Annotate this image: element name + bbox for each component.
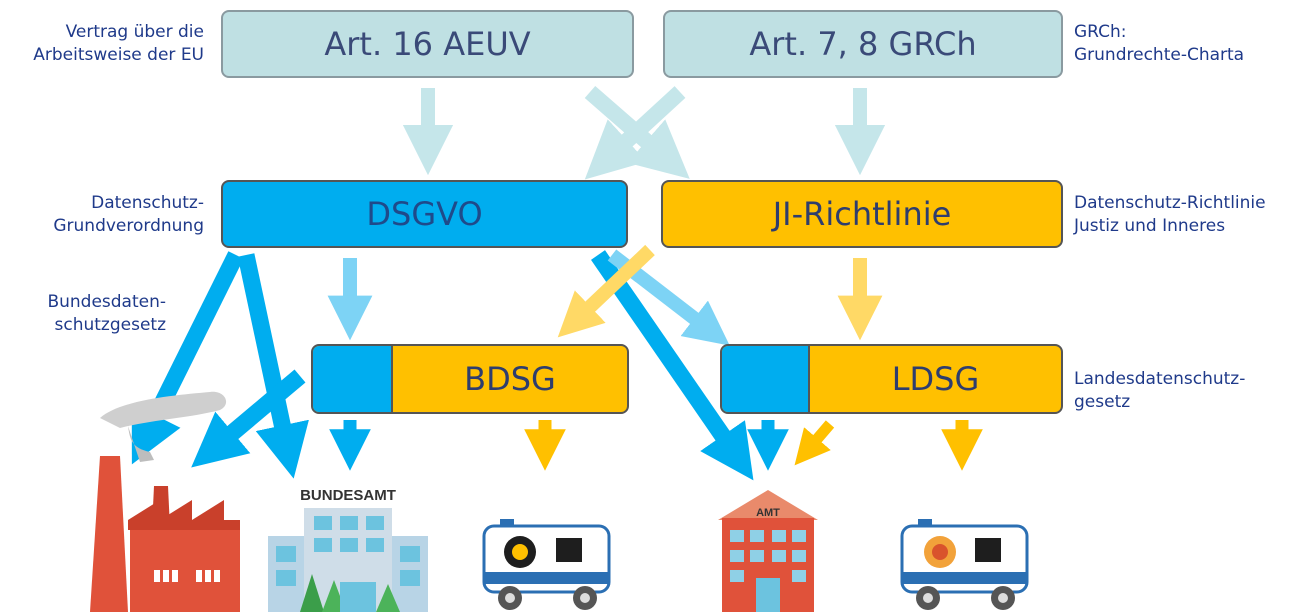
police-van-icon — [900, 519, 1029, 610]
dsgvo-note-line1: Datenschutz- — [91, 193, 204, 213]
bdsg-note: Bundesdaten- schutzgesetz — [0, 291, 166, 337]
aeuv-note: Vertrag über die Arbeitsweise der EU — [0, 21, 204, 67]
bdsg-box-label: BDSG — [464, 360, 556, 398]
ji-richtlinie-box-label: JI-Richtlinie — [772, 195, 952, 233]
bundesamt-building-icon — [268, 508, 428, 612]
bdsg-note-line1: Bundesdaten- — [47, 292, 166, 312]
ldsg-box-label: LDSG — [891, 360, 980, 398]
amt-building-icon — [718, 490, 818, 612]
ldsg-note-line2: gesetz — [1074, 392, 1131, 412]
ji-note-line1: Datenschutz-Richtlinie — [1074, 193, 1266, 213]
ldsg-box: LDSG — [720, 344, 1063, 414]
ji-note-line2: Justiz und Inneres — [1074, 216, 1226, 236]
ji-note: Datenschutz-Richtlinie Justiz und Innere… — [1074, 192, 1304, 238]
dsgvo-box-label: DSGVO — [366, 195, 483, 233]
aeuv-note-line2: Arbeitsweise der EU — [33, 45, 204, 65]
arrow-grch-dsgvo — [584, 86, 686, 180]
aeuv-box: Art. 16 AEUV — [221, 10, 634, 78]
dsgvo-note-line2: Grundverordnung — [53, 216, 204, 236]
dsgvo-note: Datenschutz- Grundverordnung — [0, 192, 204, 238]
ldsg-dsgvo-part — [722, 346, 810, 412]
bdsg-dsgvo-part — [313, 346, 393, 412]
grch-note-line1: GRCh: — [1074, 22, 1127, 42]
arrow-ldsg-amt-yellow — [794, 420, 835, 466]
arrow-bdsg-factory — [191, 369, 306, 468]
bdsg-note-line2: schutzgesetz — [54, 315, 167, 335]
ldsg-note-line1: Landesdatenschutz- — [1074, 369, 1246, 389]
factory-icon — [90, 391, 240, 612]
aeuv-box-label: Art. 16 AEUV — [324, 25, 531, 63]
ldsg-note: Landesdatenschutz- gesetz — [1074, 368, 1302, 414]
amt-sign: AMT — [756, 507, 780, 519]
grch-note: GRCh: Grundrechte-Charta — [1074, 21, 1302, 67]
bundesamt-sign: BUNDESAMT — [300, 487, 396, 504]
ji-richtlinie-box: JI-Richtlinie — [661, 180, 1063, 248]
arrow-ji-bdsg — [557, 244, 655, 338]
grch-box: Art. 7, 8 GRCh — [663, 10, 1063, 78]
grch-box-label: Art. 7, 8 GRCh — [749, 25, 977, 63]
aeuv-note-line1: Vertrag über die — [65, 22, 204, 42]
arrow-dsgvo-bundesamt — [237, 253, 309, 479]
grch-note-line2: Grundrechte-Charta — [1074, 45, 1245, 65]
dsgvo-box: DSGVO — [221, 180, 628, 248]
bdsg-box: BDSG — [311, 344, 629, 414]
arrow-aeuv-ji — [584, 85, 690, 179]
police-van-icon — [482, 519, 611, 610]
arrow-dsgvo-amt — [591, 250, 754, 481]
